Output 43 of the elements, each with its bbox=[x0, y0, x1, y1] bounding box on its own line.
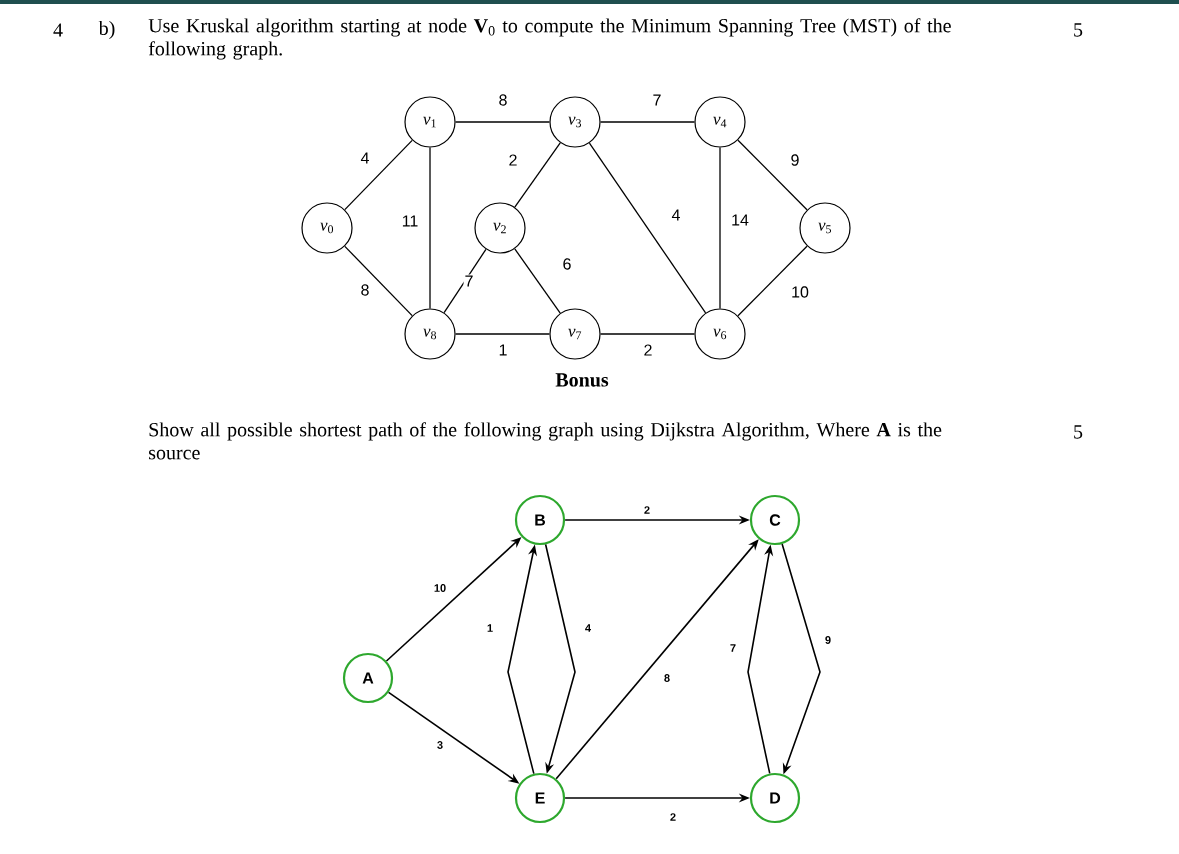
edge-label: 4 bbox=[359, 151, 371, 165]
edge-label: 7 bbox=[651, 93, 663, 107]
edge-line bbox=[514, 248, 561, 314]
marks-label: 5 bbox=[1074, 425, 1083, 439]
edge-line bbox=[344, 139, 413, 211]
question-text: Show all possible shortest path of the following graph using Dijkstra Algorithm, Where A is the source bbox=[149, 422, 942, 460]
edge-label: 10 bbox=[790, 285, 810, 299]
edge-line bbox=[737, 139, 808, 211]
edge-line bbox=[429, 146, 431, 310]
edge-label: 8 bbox=[497, 93, 509, 107]
edge-label: 9 bbox=[789, 153, 801, 167]
edge-line bbox=[454, 121, 551, 123]
edge-label: 6 bbox=[561, 257, 573, 271]
edge-label: 7 bbox=[463, 274, 475, 288]
edge-label: 10 bbox=[432, 583, 448, 593]
marks-label: 5 bbox=[1074, 23, 1083, 37]
edge-label: 9 bbox=[823, 635, 833, 645]
edge-label: 2 bbox=[642, 505, 652, 515]
question-text: Use Kruskal algorithm starting at node V$_{0}$ to compute the Minimum Spanning Tree (MST) of the following graph. bbox=[148, 18, 951, 60]
edge-label: 7 bbox=[728, 643, 738, 653]
edge-line bbox=[514, 142, 561, 208]
number-label: 4 bbox=[53, 23, 63, 37]
edge-label: 14 bbox=[730, 213, 750, 227]
edge-label: 2 bbox=[507, 153, 519, 167]
edge-line bbox=[588, 142, 707, 314]
edge-label: 4 bbox=[583, 623, 593, 633]
edge-line bbox=[344, 245, 413, 317]
edge-label: 1 bbox=[497, 343, 509, 357]
edge-line bbox=[599, 333, 696, 335]
edge-label: 2 bbox=[642, 343, 654, 357]
edge-line bbox=[719, 146, 721, 310]
edge-line bbox=[599, 121, 696, 123]
edge-label: 8 bbox=[359, 283, 371, 297]
edge-label: 11 bbox=[400, 214, 420, 228]
edge-label: 2 bbox=[668, 812, 678, 822]
edge-line bbox=[737, 245, 808, 317]
edge-label: 1 bbox=[485, 623, 495, 633]
edge-label: 3 bbox=[435, 740, 445, 750]
edge-label: 4 bbox=[670, 208, 682, 222]
edge-label: 8 bbox=[662, 673, 672, 683]
edge-line bbox=[443, 248, 487, 314]
item-label: b) bbox=[98, 20, 115, 40]
edge-line bbox=[454, 333, 551, 335]
